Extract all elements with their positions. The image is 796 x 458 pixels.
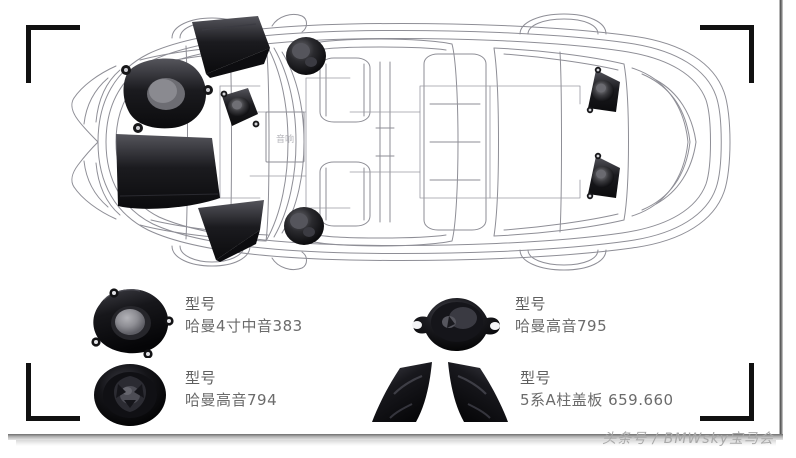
- legend-title: 型号: [520, 369, 552, 387]
- legend-text-a-pillar-cover-659-660: 型号 5系A柱盖板 659.660: [520, 368, 674, 412]
- bracket-bottom-left: [26, 363, 80, 421]
- bracket-top-left: [26, 25, 80, 83]
- round-dome-tweeter-photo: [88, 362, 172, 428]
- legend-text-harman-tweeter-794: 型号 哈曼高音794: [185, 368, 277, 412]
- legend-model: 哈曼高音794: [185, 390, 278, 409]
- bracket-bottom-right: [700, 363, 754, 421]
- bracket-bottom-left-horizontal: [26, 416, 80, 421]
- overlay-rear-right-upper-speaker: [586, 66, 620, 114]
- overlay-front-left-small-speaker: [220, 88, 260, 128]
- bracket-top-right: [700, 25, 754, 83]
- overlay-front-left-a-pillar-cover: [192, 16, 270, 78]
- legend-text-harman-tweeter-795: 型号 哈曼高音795: [515, 294, 607, 338]
- overlay-rear-left-tweeter: [284, 207, 324, 245]
- round-midrange-speaker-photo: [82, 286, 178, 359]
- car-audio-layout-blueprint: 音响: [20, 8, 760, 276]
- head-unit-label: 音响: [276, 133, 294, 145]
- parts-legend: 型号 哈曼4寸中音383: [60, 282, 720, 432]
- page-right-edge-shadow: [779, 0, 783, 438]
- bracket-bottom-left-vertical: [26, 363, 31, 421]
- bracket-top-right-horizontal: [700, 25, 754, 30]
- oval-dome-tweeter-photo: [405, 292, 505, 354]
- bracket-bottom-right-vertical: [749, 363, 754, 421]
- legend-model: 哈曼高音795: [515, 316, 608, 335]
- legend-title: 型号: [185, 295, 217, 313]
- legend-text-harman-4inch-midrange-383: 型号 哈曼4寸中音383: [185, 294, 303, 338]
- a-pillar-cover-pair-photo: [370, 360, 510, 426]
- legend-model: 哈曼4寸中音383: [185, 316, 303, 335]
- legend-model: 5系A柱盖板 659.660: [520, 390, 674, 409]
- legend-title: 型号: [185, 369, 217, 387]
- overlay-front-left-tweeter: [286, 37, 326, 75]
- overlay-front-left-midrange-speaker: [121, 58, 213, 133]
- legend-title: 型号: [515, 295, 547, 313]
- page-bottom-edge-shadow: [8, 434, 783, 440]
- overlay-rear-left-a-pillar-cover: [198, 200, 264, 262]
- bracket-top-left-horizontal: [26, 25, 80, 30]
- overlay-front-left-door-panel: [116, 134, 220, 209]
- page-bottom-edge-shadow-soft: [16, 440, 776, 446]
- bracket-top-left-vertical: [26, 25, 31, 83]
- bracket-bottom-right-horizontal: [700, 416, 754, 421]
- overlay-rear-right-lower-speaker: [586, 152, 620, 200]
- watermark: 头条号 / BMWsky宝马会: [602, 431, 774, 447]
- bracket-top-right-vertical: [749, 25, 754, 83]
